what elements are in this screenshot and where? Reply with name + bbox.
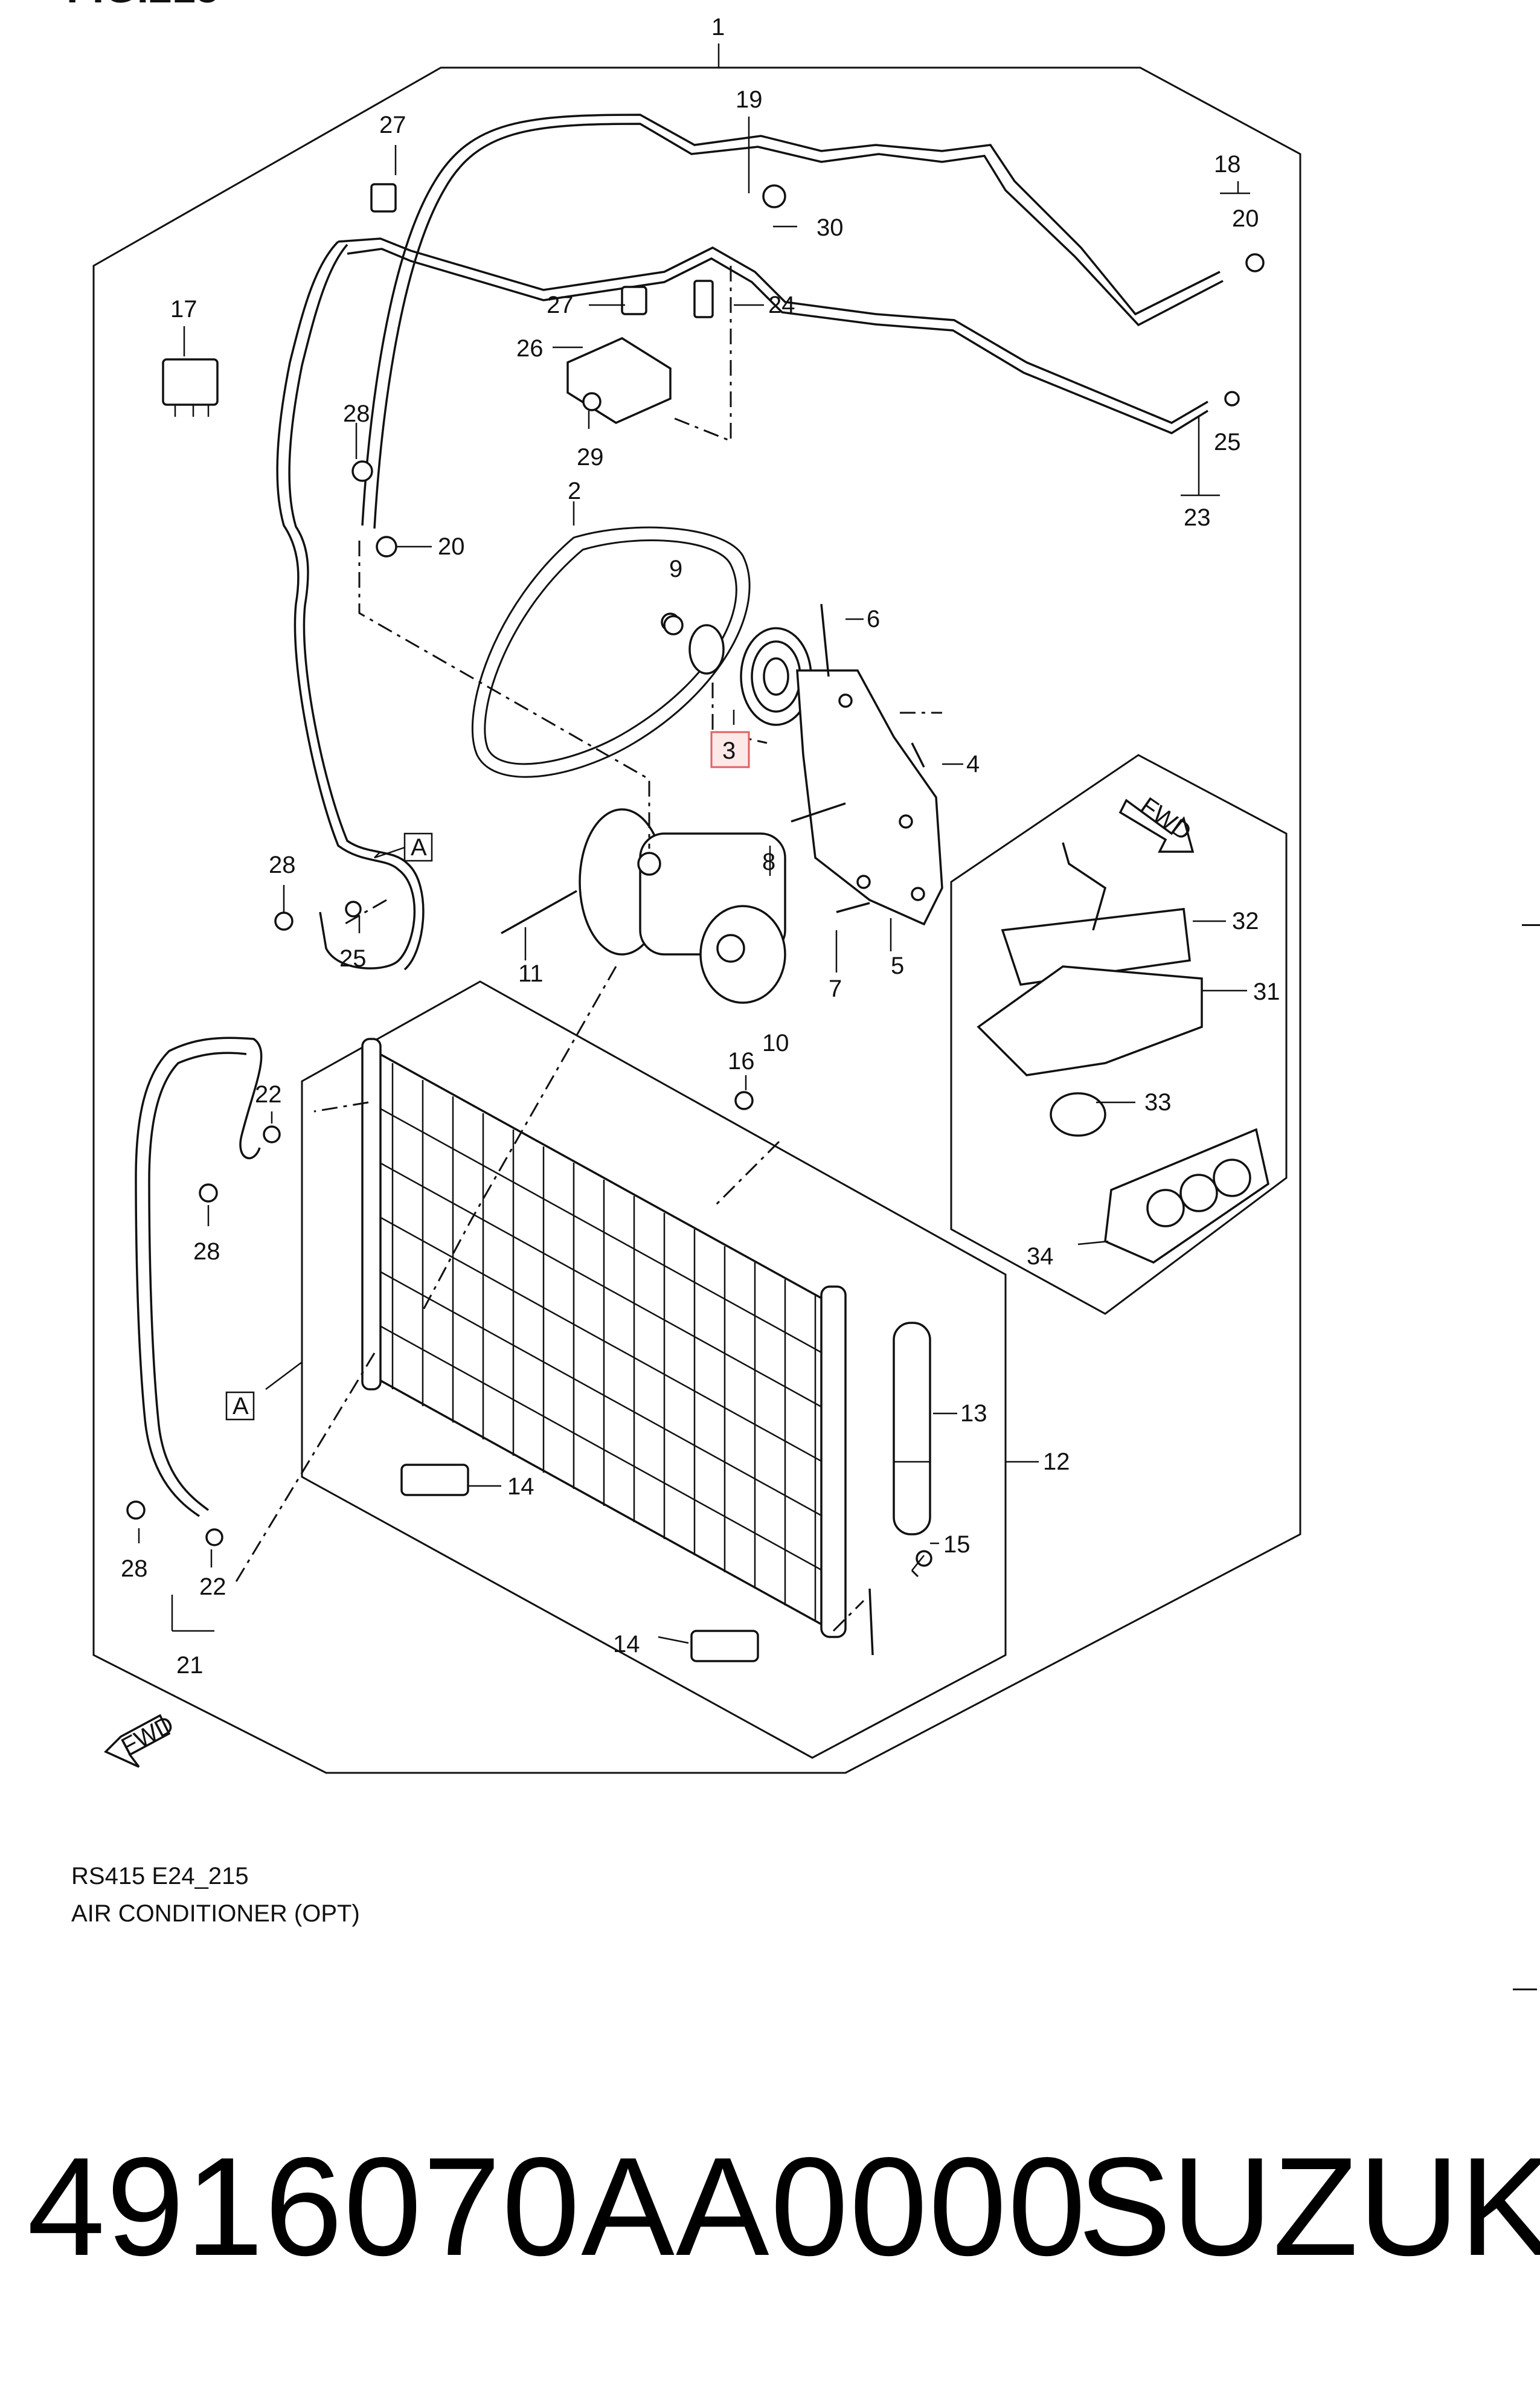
callout-34: 34 xyxy=(1027,1243,1054,1270)
callout-24: 24 xyxy=(768,292,795,318)
part-number: 4916070AA0000 xyxy=(27,2129,1087,2285)
page-edge-mark xyxy=(1522,924,1540,926)
callout-9: 9 xyxy=(669,556,682,582)
parts-diagram-sheet: FIG.215 xyxy=(66,0,1540,1932)
callout-22-a: 22 xyxy=(255,1081,282,1108)
callout-3: 3 xyxy=(722,738,736,764)
callout-13: 13 xyxy=(960,1400,987,1427)
callout-6: 6 xyxy=(867,606,880,632)
callout-29: 29 xyxy=(577,444,604,471)
callout-21: 21 xyxy=(176,1652,204,1679)
callout-32: 32 xyxy=(1232,908,1259,934)
ref-a-label-2: A xyxy=(233,1393,249,1419)
callout-4: 4 xyxy=(966,751,980,777)
page-edge-mark-bottom xyxy=(1513,1989,1537,1990)
callout-25-b: 25 xyxy=(339,945,367,972)
callout-14-b: 14 xyxy=(613,1631,640,1657)
callout-1: 1 xyxy=(711,14,725,40)
hvac-inset-outline xyxy=(950,754,1288,1315)
figure-top-label: FIG.215 xyxy=(66,0,219,12)
callout-26: 26 xyxy=(516,335,544,362)
figure-caption: RS415 E24_215 AIR CONDITIONER (OPT) xyxy=(71,1857,360,1932)
callout-15: 15 xyxy=(943,1531,971,1558)
callout-28-c: 28 xyxy=(193,1238,220,1265)
callout-27-a: 27 xyxy=(379,112,406,138)
fwd-arrow-bottom xyxy=(103,1714,171,1768)
callout-16: 16 xyxy=(728,1048,755,1075)
callout-25-a: 25 xyxy=(1214,429,1241,455)
assembly-outline xyxy=(92,66,1301,1774)
fwd-arrow-top xyxy=(1118,799,1195,853)
footer-background xyxy=(0,1987,1540,2392)
callout-10: 10 xyxy=(762,1030,789,1056)
callout-27-b: 27 xyxy=(547,292,574,318)
condenser-panel-outline xyxy=(301,980,1007,1759)
callout-28-b: 28 xyxy=(269,852,296,878)
callout-7: 7 xyxy=(829,976,842,1002)
product-footer: 4916070AA0000 SUZUKI xyxy=(0,2126,1540,2285)
brand-name: SUZUKI xyxy=(1078,2129,1540,2285)
callout-30: 30 xyxy=(817,214,844,241)
callout-23: 23 xyxy=(1184,504,1211,531)
callout-2: 2 xyxy=(568,478,581,504)
ref-a-box-1 xyxy=(403,832,433,862)
callout-20-b: 20 xyxy=(438,533,465,560)
callout-28-a: 28 xyxy=(343,400,370,427)
callout-33: 33 xyxy=(1144,1089,1172,1116)
callout-20-a: 20 xyxy=(1232,205,1259,232)
callout-5: 5 xyxy=(891,953,904,979)
callout-14-a: 14 xyxy=(507,1473,534,1500)
callout-31: 31 xyxy=(1253,979,1280,1005)
callout-17: 17 xyxy=(170,296,197,323)
figure-code: RS415 E24_215 xyxy=(71,1863,249,1889)
callout-11: 11 xyxy=(518,960,544,987)
callout-12: 12 xyxy=(1043,1448,1070,1475)
figure-title: AIR CONDITIONER (OPT) xyxy=(71,1900,360,1927)
callout-8: 8 xyxy=(762,849,775,875)
fwd-label-bottom: FWD xyxy=(117,1711,178,1760)
ref-a-label-1: A xyxy=(411,834,427,861)
callout-19: 19 xyxy=(736,86,763,113)
highlighted-callout-box xyxy=(710,731,750,768)
callout-28-d: 28 xyxy=(121,1555,148,1582)
ref-a-box-2 xyxy=(225,1391,255,1421)
callout-18: 18 xyxy=(1214,151,1241,178)
callout-22-b: 22 xyxy=(199,1574,226,1600)
exploded-diagram: 1 2 3 4 5 6 7 8 9 10 11 12 13 14 14 15 1… xyxy=(92,14,1301,1774)
